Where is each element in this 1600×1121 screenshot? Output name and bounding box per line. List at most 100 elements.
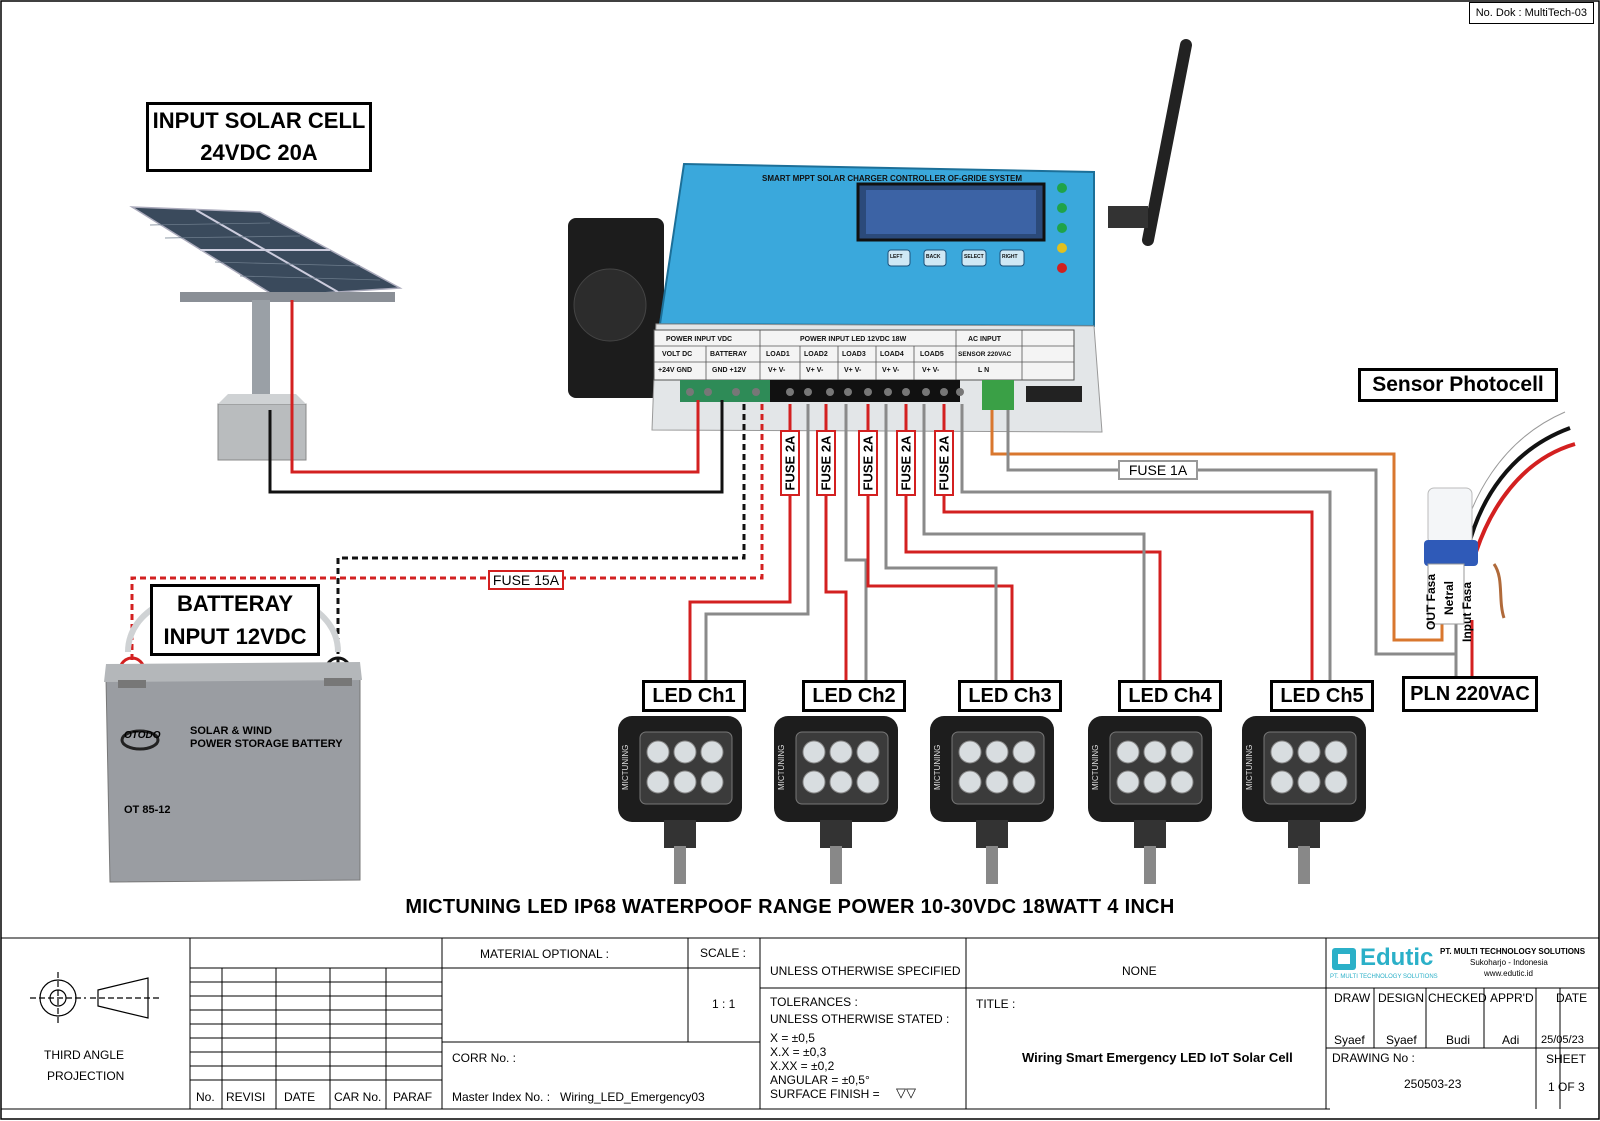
led-brand-text: MICTUNING (1091, 745, 1100, 790)
sign-header-date: DATE (1556, 991, 1588, 1005)
controller-term-load3: V+ V- (844, 367, 862, 374)
rev-header-car: CAR No. (334, 1090, 382, 1104)
tolerance-x: X = ±0,5 (770, 1031, 815, 1045)
rev-header-date: DATE (284, 1090, 316, 1104)
sign-value-checked: Budi (1446, 1033, 1471, 1047)
led-brand-text: MICTUNING (933, 745, 942, 790)
solar-panel-illustration (129, 206, 403, 461)
battery-title-line1: SOLAR & WIND (190, 725, 272, 737)
controller-sub-batt: BATTERAY (710, 351, 747, 358)
battery-illustration (104, 584, 362, 883)
sign-header-checked: CHECKED (1428, 991, 1487, 1005)
led-ch4-label: LED Ch4 (1118, 680, 1222, 712)
sign-header-draw: DRAW (1334, 991, 1371, 1005)
scale-label: SCALE : (700, 946, 747, 960)
controller-header-led: POWER INPUT LED 12VDC 18W (800, 336, 907, 343)
surface-finish-icon: ▽▽ (896, 1085, 916, 1100)
company-logo-subtitle: PT. MULTI TECHNOLOGY SOLUTIONS (1330, 974, 1438, 980)
sign-value-design: Syaef (1386, 1033, 1417, 1047)
title-block-grid (1, 937, 1599, 1110)
battery-input-label: BATTERAY INPUT 12VDC (150, 584, 320, 656)
led-ch1-label: LED Ch1 (642, 680, 746, 712)
led-specification-caption: MICTUNING LED IP68 WATERPOOF RANGE POWER… (405, 896, 1175, 918)
fuse-2a-ch3-text: FUSE 2A (860, 435, 876, 491)
none-label: NONE (1122, 964, 1157, 978)
fuse-2a-ch1-text: FUSE 2A (782, 435, 798, 491)
controller-sub-volt: VOLT DC (662, 351, 693, 358)
controller-button-left[interactable]: LEFT (890, 254, 903, 260)
pln-supply-label: PLN 220VAC (1402, 676, 1538, 712)
led-fixture-ch5: MICTUNING (1242, 716, 1366, 884)
fuse-15a-label: FUSE 15A (488, 570, 564, 590)
master-index-label: Master Index No. : (452, 1090, 551, 1104)
battery-title-line2: POWER STORAGE BATTERY (190, 738, 343, 750)
fuse-2a-ch3: FUSE 2A (858, 430, 878, 496)
led-ch5-label: LED Ch5 (1270, 680, 1374, 712)
controller-load5: LOAD5 (920, 351, 944, 358)
tolerances-label: TOLERANCES : (770, 995, 858, 1009)
controller-term-load4: V+ V- (882, 367, 900, 374)
title-label: TITLE : (976, 997, 1016, 1011)
sheet-value: 1 OF 3 (1548, 1080, 1585, 1094)
drawing-no-value: 250503-23 (1404, 1077, 1462, 1091)
controller-load1: LOAD1 (766, 351, 790, 358)
led-ch2-label: LED Ch2 (802, 680, 906, 712)
sensor-photocell-label: Sensor Photocell (1358, 368, 1558, 402)
rev-header-revisi: REVISI (226, 1090, 266, 1104)
controller-term-load5: V+ V- (922, 367, 940, 374)
corr-label: CORR No. : (452, 1051, 517, 1065)
fuse-2a-ch2-text: FUSE 2A (818, 435, 834, 491)
wire-label-netral: Netral (1442, 580, 1456, 615)
fuse-2a-ch5: FUSE 2A (934, 430, 954, 496)
tolerance-angular: ANGULAR = ±0,5° (770, 1073, 870, 1087)
fuse-2a-ch4-text: FUSE 2A (898, 435, 914, 491)
sign-value-date: 25/05/23 (1541, 1034, 1584, 1046)
solar-input-label: INPUT SOLAR CELL 24VDC 20A (146, 102, 372, 172)
battery-label-line1: BATTERAY (176, 591, 294, 616)
projection-label-2: PROJECTION (47, 1069, 125, 1083)
company-name: PT. MULTI TECHNOLOGY SOLUTIONS (1440, 947, 1586, 956)
fuse-2a-ch2: FUSE 2A (816, 430, 836, 496)
company-city: Sukoharjo - Indonesia (1470, 958, 1548, 967)
wire-label-input-fasa: Input Fasa (1460, 581, 1474, 642)
solar-label-line2: 24VDC 20A (200, 140, 318, 165)
tolerance-xxx: X.XX = ±0,2 (770, 1059, 835, 1073)
controller-button-select[interactable]: SELECT (964, 254, 984, 260)
controller-button-right[interactable]: RIGHT (1002, 254, 1018, 260)
controller-term-batt: GND +12V (712, 367, 747, 374)
controller-header-ac: AC INPUT (968, 336, 1002, 343)
sign-value-draw: Syaef (1334, 1033, 1365, 1047)
led-brand-text: MICTUNING (777, 745, 786, 790)
fuse-2a-ch5-text: FUSE 2A (936, 435, 952, 491)
fuse-2a-ch1: FUSE 2A (780, 430, 800, 496)
battery-label-line2: INPUT 12VDC (163, 624, 307, 649)
controller-load4: LOAD4 (880, 351, 904, 358)
led-lights: MICTUNING MICTUNING MICTUNING MICTUNING MICT… (618, 716, 1366, 884)
controller-term-ac: L N (978, 367, 990, 374)
third-angle-projection-icon (30, 972, 160, 1024)
battery-model: OT 85-12 (124, 804, 171, 816)
controller-button-back[interactable]: BACK (926, 254, 941, 260)
led-fixture-ch1: MICTUNING (618, 716, 742, 884)
unless-stated-label: UNLESS OTHERWISE STATED : (770, 1012, 950, 1026)
wire-label-out-fasa: OUT Fasa (1424, 573, 1438, 630)
photocell-illustration (1424, 487, 1506, 625)
company-website: www.edutic.id (1484, 969, 1533, 978)
company-logo: Edutic (1360, 944, 1434, 971)
controller-device (568, 39, 1192, 433)
sheet-label: SHEET (1546, 1052, 1587, 1066)
controller-term-load2: V+ V- (806, 367, 824, 374)
drawing-no-label: DRAWING No : (1332, 1051, 1415, 1065)
led-brand-text: MICTUNING (621, 745, 630, 790)
tolerance-xx: X.X = ±0,3 (770, 1045, 827, 1059)
controller-load3: LOAD3 (842, 351, 866, 358)
sign-value-apprd: Adi (1502, 1033, 1520, 1047)
led-fixture-ch3: MICTUNING (930, 716, 1054, 884)
controller-header-power: POWER INPUT VDC (666, 336, 733, 343)
unless-specified: UNLESS OTHERWISE SPECIFIED (770, 964, 961, 978)
material-label: MATERIAL OPTIONAL : (480, 947, 609, 961)
controller-term-volt: +24V GND (658, 367, 693, 374)
sign-header-apprd: APPR'D (1490, 991, 1534, 1005)
